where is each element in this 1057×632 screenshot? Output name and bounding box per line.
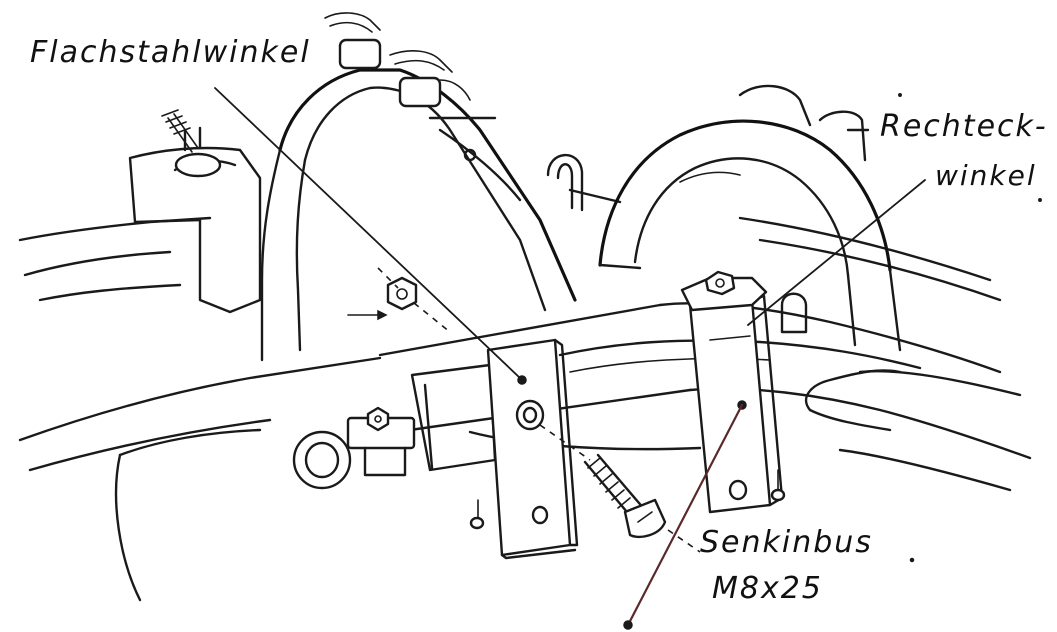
leader-rechteckwinkel: [747, 179, 926, 326]
countersunk-screw: [539, 424, 701, 553]
label-rechteckwinkel-line2: winkel: [935, 159, 1037, 192]
rectangular-angle-bracket: [680, 270, 786, 514]
leader-flachstahlwinkel: [214, 87, 521, 379]
label-senkinbus-line2: M8x25: [712, 571, 823, 606]
label-flachstahlwinkel: Flachstahlwinkel: [30, 35, 311, 70]
paper-specks: [898, 93, 1042, 563]
label-senkinbus-line1: Senkinbus: [700, 525, 873, 560]
leader-senkinbus: [626, 403, 744, 627]
left-clamp: [292, 363, 497, 490]
suspension-tower-left: [260, 12, 584, 362]
left-mount-block: [128, 109, 262, 314]
leader-lines: [214, 87, 926, 630]
nut-left: [347, 267, 451, 333]
suspension-tower-right: [598, 84, 902, 352]
leader-senkinbus-dot: [623, 620, 633, 630]
flat-steel-bracket: [469, 338, 579, 560]
label-rechteckwinkel-line1: Rechteck-: [880, 109, 1048, 144]
